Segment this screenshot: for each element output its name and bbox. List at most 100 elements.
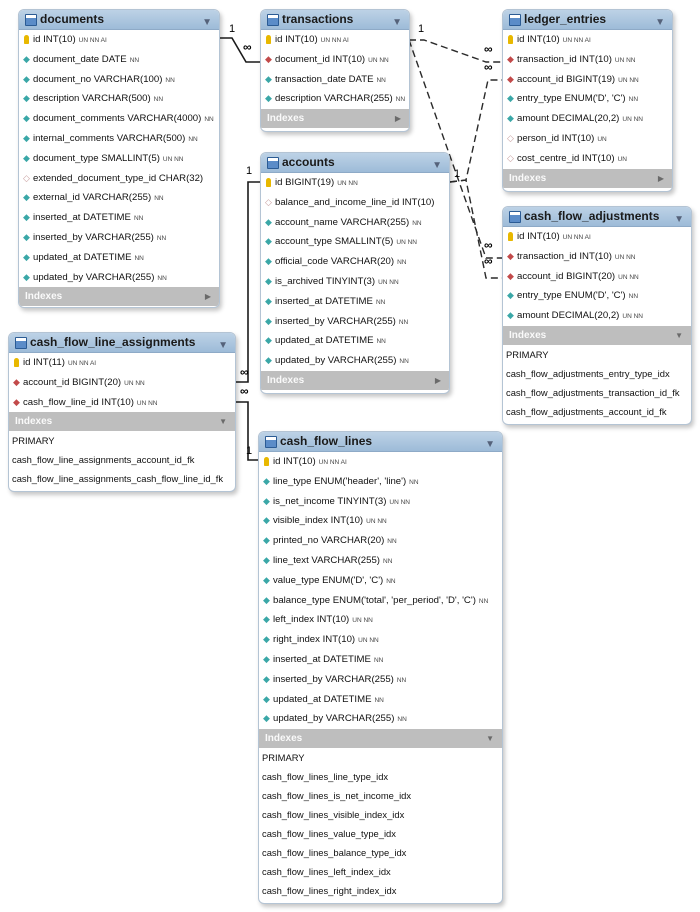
column-row[interactable]: ◆entry_type ENUM('D', 'C')NN [503, 286, 691, 306]
index-row[interactable]: cash_flow_adjustments_transaction_id_fk [506, 386, 680, 398]
column-row[interactable]: ◇cost_centre_id INT(10)UN [503, 149, 672, 169]
table-header[interactable]: documents▼ [19, 10, 219, 30]
column-row[interactable]: ◆entry_type ENUM('D', 'C')NN [503, 89, 672, 109]
column-row[interactable]: ◇extended_document_type_id CHAR(32) [19, 169, 219, 189]
column-row[interactable]: id INT(10)UN NN AI [261, 30, 409, 50]
indexes-section-header[interactable]: Indexes▶ [19, 287, 219, 307]
table-header[interactable]: ledger_entries▼ [503, 10, 672, 30]
column-row[interactable]: ◆right_index INT(10)UN NN [259, 630, 502, 650]
column-row[interactable]: ◆is_archived TINYINT(3)UN NN [261, 272, 449, 292]
column-row[interactable]: ◇balance_and_income_line_id INT(10) [261, 193, 449, 213]
table-cash-flow-line-assignments[interactable]: cash_flow_line_assignments▼id INT(11)UN … [8, 332, 236, 493]
index-row[interactable]: cash_flow_line_assignments_cash_flow_lin… [12, 473, 224, 485]
triangle-down-icon[interactable]: ▼ [202, 17, 212, 28]
column-row[interactable]: id INT(10)UN NN AI [19, 30, 219, 50]
indexes-section-header[interactable]: Indexes▼ [9, 412, 235, 432]
triangle-right-icon[interactable]: ▶ [434, 375, 441, 385]
index-row[interactable]: PRIMARY [506, 348, 549, 360]
table-accounts[interactable]: accounts▼id BIGINT(19)UN NN◇balance_and_… [260, 152, 450, 394]
triangle-right-icon[interactable]: ▶ [657, 173, 664, 183]
column-row[interactable]: ◆updated_by VARCHAR(255)NN [259, 709, 502, 729]
indexes-section-header[interactable]: Indexes▼ [259, 729, 502, 749]
column-row[interactable]: ◆inserted_by VARCHAR(255)NN [19, 228, 219, 248]
triangle-right-icon[interactable]: ▶ [394, 114, 401, 124]
column-row[interactable]: ◆official_code VARCHAR(20)NN [261, 252, 449, 272]
index-row[interactable]: cash_flow_lines_line_type_idx [262, 771, 389, 783]
column-row[interactable]: ◆inserted_by VARCHAR(255)NN [259, 670, 502, 690]
column-row[interactable]: ◆description VARCHAR(500)NN [19, 89, 219, 109]
indexes-section-header[interactable]: Indexes▶ [503, 168, 672, 188]
triangle-down-icon[interactable]: ▼ [674, 214, 684, 225]
column-row[interactable]: ◆inserted_by VARCHAR(255)NN [261, 312, 449, 332]
column-row[interactable]: ◆description VARCHAR(255)NN [261, 89, 409, 109]
column-row[interactable]: ◆account_name VARCHAR(255)NN [261, 213, 449, 233]
table-header[interactable]: cash_flow_line_assignments▼ [9, 333, 235, 353]
triangle-down-icon[interactable]: ▼ [432, 160, 442, 171]
triangle-down-icon[interactable]: ▼ [486, 734, 494, 744]
table-cash-flow-adjustments[interactable]: cash_flow_adjustments▼id INT(10)UN NN AI… [502, 206, 692, 425]
column-row[interactable]: ◆amount DECIMAL(20,2)UN NN [503, 109, 672, 129]
indexes-section-header[interactable]: Indexes▼ [503, 325, 691, 345]
column-row[interactable]: ◆is_net_income TINYINT(3)UN NN [259, 492, 502, 512]
column-row[interactable]: ◆account_id BIGINT(20)UN NN [9, 373, 235, 393]
index-row[interactable]: cash_flow_lines_right_index_idx [262, 885, 397, 897]
table-cash-flow-lines[interactable]: cash_flow_lines▼id INT(10)UN NN AI◆line_… [258, 431, 503, 905]
index-row[interactable]: PRIMARY [262, 752, 305, 764]
table-ledger-entries[interactable]: ledger_entries▼id INT(10)UN NN AI◆transa… [502, 9, 673, 192]
column-row[interactable]: ◇person_id INT(10)UN [503, 129, 672, 149]
table-transactions[interactable]: transactions▼id INT(10)UN NN AI◆document… [260, 9, 410, 133]
index-row[interactable]: cash_flow_adjustments_account_id_fk [506, 405, 667, 417]
column-row[interactable]: ◆printed_no VARCHAR(20)NN [259, 531, 502, 551]
triangle-down-icon[interactable]: ▼ [219, 417, 227, 427]
index-row[interactable]: cash_flow_lines_is_net_income_idx [262, 790, 412, 802]
triangle-down-icon[interactable]: ▼ [675, 330, 683, 340]
table-header[interactable]: accounts▼ [261, 153, 449, 173]
column-row[interactable]: ◆account_id BIGINT(19)UN NN [503, 70, 672, 90]
index-row[interactable]: cash_flow_lines_left_index_idx [262, 866, 391, 878]
index-row[interactable]: cash_flow_adjustments_entry_type_idx [506, 367, 670, 379]
triangle-down-icon[interactable]: ▼ [485, 439, 495, 450]
triangle-right-icon[interactable]: ▶ [204, 292, 211, 302]
column-row[interactable]: ◆document_id INT(10)UN NN [261, 50, 409, 70]
column-row[interactable]: ◆account_type SMALLINT(5)UN NN [261, 232, 449, 252]
column-row[interactable]: ◆updated_by VARCHAR(255)NN [261, 351, 449, 371]
column-row[interactable]: ◆account_id BIGINT(20)UN NN [503, 267, 691, 287]
column-row[interactable]: ◆left_index INT(10)UN NN [259, 610, 502, 630]
column-row[interactable]: ◆line_type ENUM('header', 'line')NN [259, 472, 502, 492]
table-header[interactable]: transactions▼ [261, 10, 409, 30]
index-row[interactable]: cash_flow_lines_value_type_idx [262, 828, 396, 840]
triangle-down-icon[interactable]: ▼ [655, 17, 665, 28]
indexes-section-header[interactable]: Indexes▶ [261, 109, 409, 129]
column-row[interactable]: ◆cash_flow_line_id INT(10)UN NN [9, 393, 235, 413]
column-row[interactable]: ◆internal_comments VARCHAR(500)NN [19, 129, 219, 149]
triangle-down-icon[interactable]: ▼ [392, 17, 402, 28]
column-row[interactable]: id BIGINT(19)UN NN [261, 173, 449, 193]
indexes-section-header[interactable]: Indexes▶ [261, 370, 449, 390]
index-row[interactable]: cash_flow_lines_visible_index_idx [262, 809, 405, 821]
index-row[interactable]: cash_flow_lines_balance_type_idx [262, 847, 407, 859]
table-header[interactable]: cash_flow_adjustments▼ [503, 207, 691, 227]
column-row[interactable]: ◆external_id VARCHAR(255)NN [19, 188, 219, 208]
column-row[interactable]: id INT(10)UN NN AI [259, 452, 502, 472]
column-row[interactable]: ◆updated_by VARCHAR(255)NN [19, 268, 219, 288]
table-header[interactable]: cash_flow_lines▼ [259, 432, 502, 452]
column-row[interactable]: ◆transaction_id INT(10)UN NN [503, 50, 672, 70]
index-row[interactable]: cash_flow_line_assignments_account_id_fk [12, 454, 195, 466]
column-row[interactable]: ◆visible_index INT(10)UN NN [259, 511, 502, 531]
column-row[interactable]: ◆line_text VARCHAR(255)NN [259, 551, 502, 571]
column-row[interactable]: ◆transaction_id INT(10)UN NN [503, 247, 691, 267]
column-row[interactable]: ◆document_type SMALLINT(5)UN NN [19, 149, 219, 169]
column-row[interactable]: ◆amount DECIMAL(20,2)UN NN [503, 306, 691, 326]
triangle-down-icon[interactable]: ▼ [218, 340, 228, 351]
column-row[interactable]: ◆document_comments VARCHAR(4000)NN [19, 109, 219, 129]
index-row[interactable]: PRIMARY [12, 435, 55, 447]
column-row[interactable]: id INT(10)UN NN AI [503, 30, 672, 50]
